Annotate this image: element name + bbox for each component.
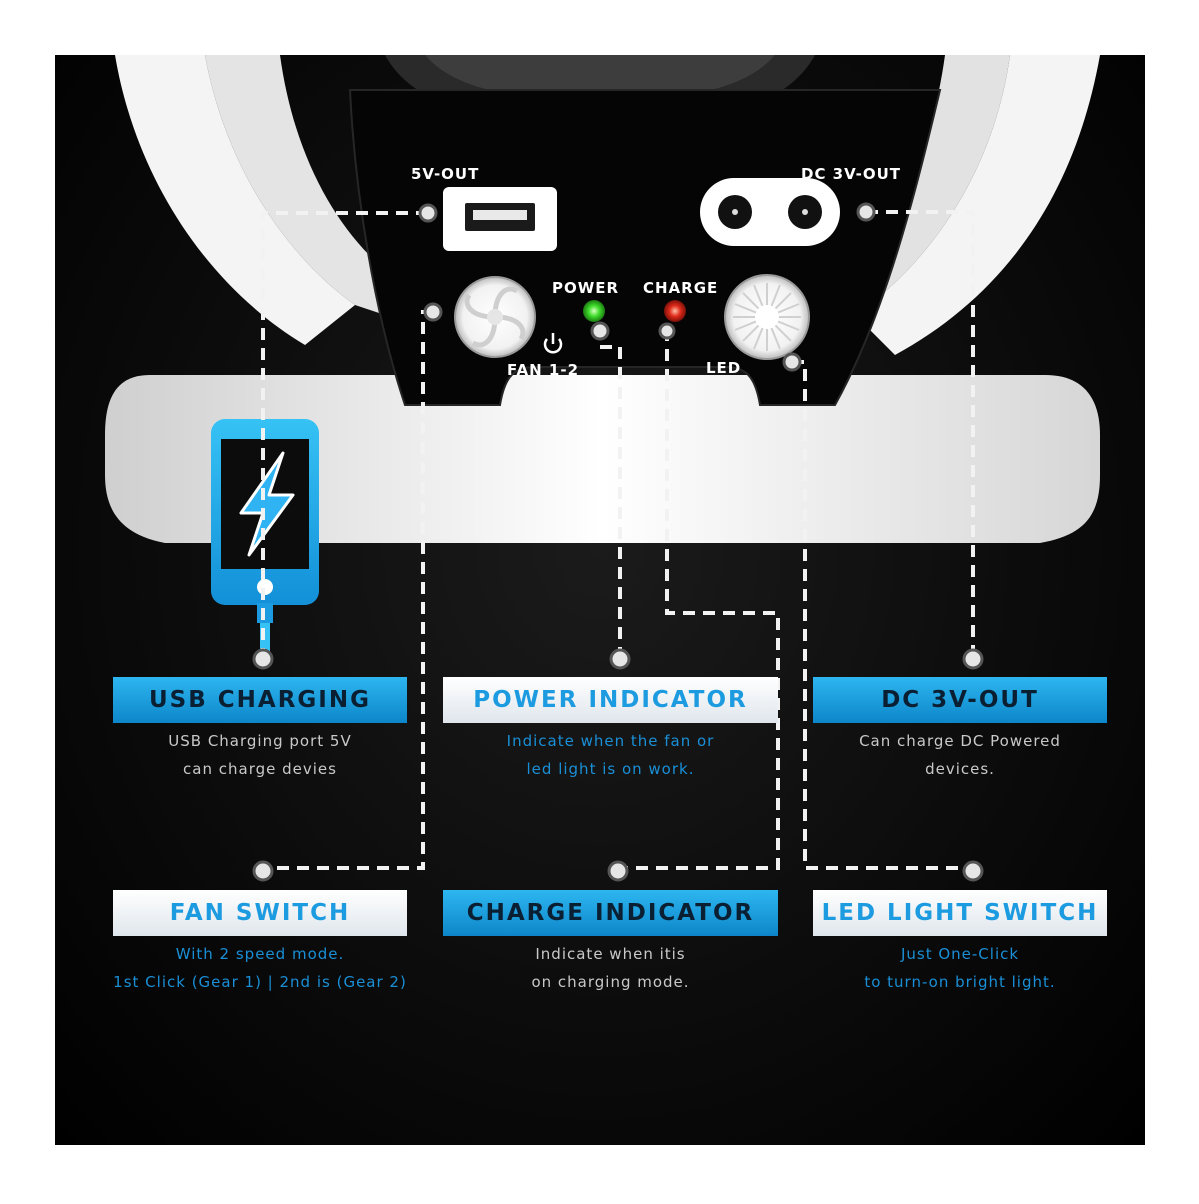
charge-led-label: CHARGE — [643, 279, 719, 297]
usb-out-label: 5V-OUT — [411, 165, 480, 183]
led-button-icon — [724, 274, 810, 360]
feature-desc-fan-switch: With 2 speed mode. 1st Click (Gear 1) | … — [113, 945, 407, 991]
lightning-icon — [239, 451, 295, 557]
feature-title-power-indicator: POWER INDICATOR — [443, 677, 778, 723]
feature-desc-dc-3v-out: Can charge DC Powered devices. — [859, 732, 1061, 778]
fan-button-label: FAN 1-2 — [507, 361, 580, 379]
product-infographic: 5V-OUT DC 3V-OUT POWER CHARGE FAN 1-2 LE… — [55, 55, 1145, 1145]
housing-left-arm-inner — [205, 55, 405, 320]
housing-right-arm — [855, 55, 1100, 355]
feature-title-fan-switch: FAN SWITCH — [113, 890, 407, 936]
feature-desc-power-indicator: Indicate when the fan or led light is on… — [506, 732, 715, 778]
housing-left-arm — [115, 55, 355, 345]
dc-out-label: DC 3V-OUT — [801, 165, 902, 183]
fan-button-icon — [454, 276, 536, 358]
charge-led — [664, 300, 686, 322]
led-button-label: LED — [706, 359, 742, 377]
connector-lines — [261, 210, 975, 870]
connector-dots — [252, 202, 984, 882]
feature-title-dc-3v-out: DC 3V-OUT — [813, 677, 1107, 723]
feature-title-led-light-switch: LED LIGHT SWITCH — [813, 890, 1107, 936]
feature-title-charge-indicator: CHARGE INDICATOR — [443, 890, 778, 936]
power-led-label: POWER — [552, 279, 620, 297]
fan-base — [105, 375, 1100, 543]
control-panel — [348, 89, 942, 406]
feature-title-usb-charging: USB CHARGING — [113, 677, 407, 723]
power-led — [583, 300, 605, 322]
feature-desc-led-light-switch: Just One-Click to turn-on bright light. — [864, 945, 1056, 991]
device-illustration — [105, 55, 1100, 882]
power-symbol-icon — [543, 333, 563, 354]
feature-desc-charge-indicator: Indicate when itis on charging mode. — [531, 945, 690, 991]
feature-desc-usb-charging: USB Charging port 5V can charge devies — [168, 732, 352, 778]
